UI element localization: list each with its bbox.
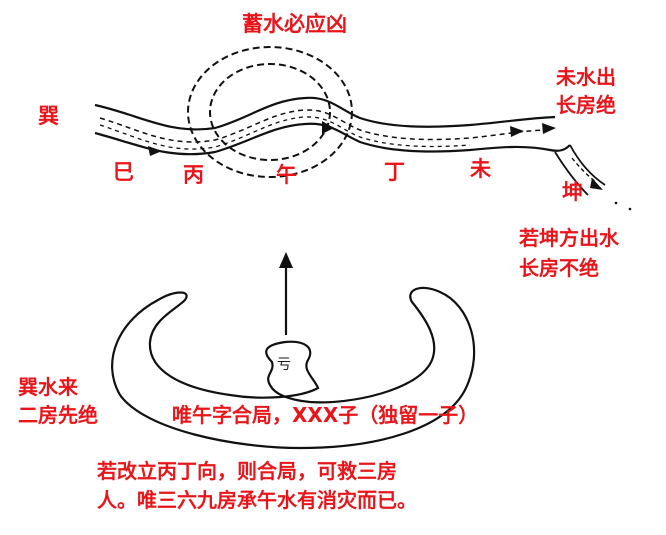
- direction-wu: 午: [276, 163, 297, 187]
- arrow-si: [148, 146, 162, 156]
- note-bottom-line1: 若改立丙丁向，则合局，可救三房: [97, 459, 397, 483]
- river-upper-bank: [94, 96, 556, 131]
- kun-outflow-line1: 若坤方出水: [519, 226, 619, 250]
- direction-bing: 丙: [183, 163, 204, 187]
- direction-xun: 巽: [38, 104, 59, 128]
- pool-circle-outer: [187, 46, 353, 178]
- title-label: 蓄水必应凶: [242, 12, 347, 36]
- direction-ding: 丁: [384, 160, 405, 184]
- xun-inflow-line1: 巽水来: [18, 375, 78, 399]
- dot-2: [628, 207, 632, 211]
- kun-outflow-line2: 长房不绝: [519, 256, 599, 280]
- kun-branch-bank: [554, 144, 606, 196]
- wei-outflow-line2: 长房绝: [556, 93, 616, 117]
- note-wu: 唯午字合局，XXX子（独留一子）: [172, 403, 479, 427]
- kun-flow-line: [571, 157, 597, 183]
- flow-line-b: [99, 116, 471, 150]
- flow-line-a: [99, 109, 546, 143]
- direction-si: 巳: [113, 160, 134, 184]
- arrow-wei-out: [542, 123, 556, 134]
- arrow-wu: [322, 121, 334, 134]
- direction-wei: 未: [470, 157, 491, 181]
- note-bottom-line2: 人。唯三六九房承午水有消灾而已。: [97, 488, 417, 512]
- pool-circle-inner: [209, 63, 331, 161]
- site-outline: [111, 286, 476, 450]
- direction-kun: 坤: [562, 180, 583, 204]
- xun-inflow-line2: 二房先绝: [18, 403, 98, 427]
- seat-mark: 亏: [277, 357, 291, 373]
- arrow-kun-out: [590, 178, 603, 190]
- facing-arrow-head: [279, 252, 293, 268]
- river-lower-bank: [94, 122, 571, 156]
- arrow-ding: [510, 126, 524, 137]
- dot-1: [614, 201, 618, 205]
- wei-outflow-line1: 未水出: [556, 65, 616, 89]
